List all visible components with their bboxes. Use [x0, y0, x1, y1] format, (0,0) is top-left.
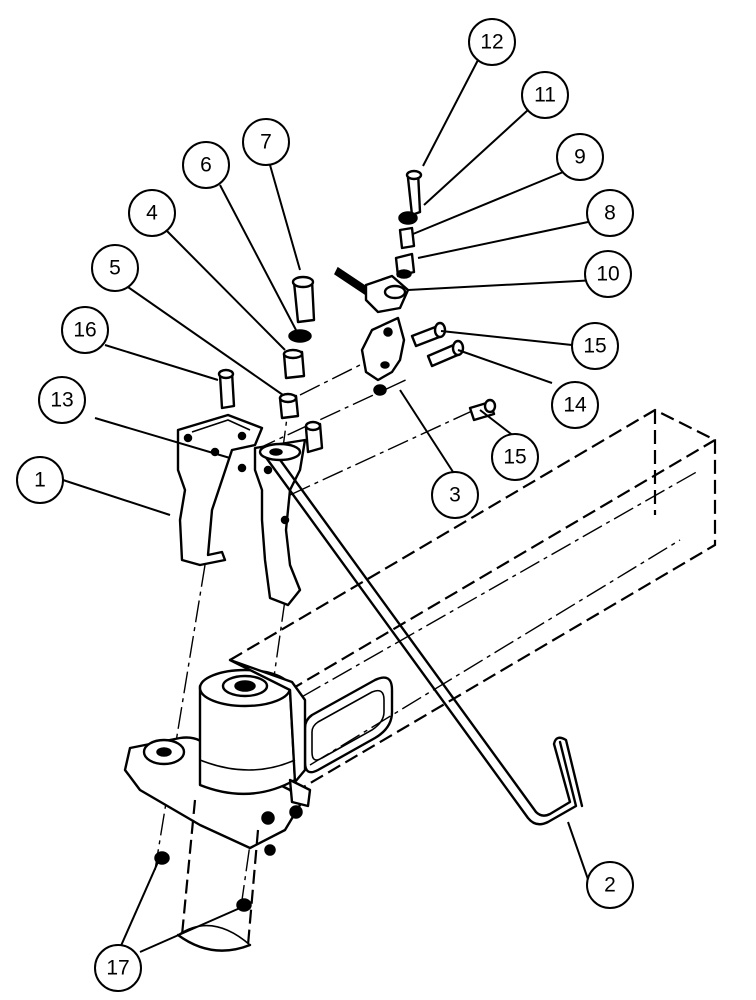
callout-13-label: 13 — [50, 389, 73, 412]
callout-16-label: 16 — [73, 319, 96, 342]
callout-12-label: 12 — [480, 31, 503, 54]
bolts — [217, 321, 497, 454]
callout-1: 1 — [16, 456, 64, 504]
callout-8: 8 — [586, 189, 634, 237]
callout-17-label: 17 — [106, 957, 129, 980]
control-rod — [258, 442, 584, 826]
callout-16: 16 — [61, 306, 109, 354]
callout-15-upper-label: 15 — [583, 335, 606, 358]
callout-2-label: 2 — [604, 874, 616, 897]
callout-15-lower-label: 15 — [503, 446, 526, 469]
hardware-stack-center — [278, 275, 316, 420]
callout-17: 17 — [94, 944, 142, 992]
lever-arm — [334, 266, 410, 314]
callout-14: 14 — [551, 381, 599, 429]
small-bracket — [360, 316, 406, 396]
callout-11-label: 11 — [534, 84, 556, 107]
callout-10-label: 10 — [596, 263, 619, 286]
callout-15-lower: 15 — [491, 433, 539, 481]
square-tube — [229, 408, 717, 796]
callout-4: 4 — [128, 189, 176, 237]
callout-12: 12 — [468, 18, 516, 66]
callout-9-label: 9 — [574, 146, 586, 169]
callout-5-label: 5 — [109, 257, 121, 280]
callout-10: 10 — [584, 250, 632, 298]
callout-6: 6 — [182, 141, 230, 189]
callout-6-label: 6 — [200, 154, 212, 177]
callout-7-label: 7 — [260, 131, 272, 154]
callout-3: 3 — [431, 471, 479, 519]
bracket-plate-right — [237, 438, 307, 607]
callout-4-label: 4 — [146, 202, 158, 225]
hardware-stack-right — [394, 169, 423, 279]
callout-15-upper: 15 — [571, 322, 619, 370]
callout-7: 7 — [242, 118, 290, 166]
callout-1-label: 1 — [34, 469, 46, 492]
actuator-housing — [123, 658, 312, 856]
callout-14-label: 14 — [563, 394, 587, 417]
bracket-plate-left — [176, 413, 264, 567]
callout-3-label: 3 — [449, 484, 461, 507]
callout-11: 11 — [521, 71, 569, 119]
callout-8-label: 8 — [604, 202, 616, 225]
leader-lines — [62, 59, 598, 953]
callout-9: 9 — [556, 133, 604, 181]
callout-5: 5 — [91, 244, 139, 292]
callout-2: 2 — [586, 861, 634, 909]
callout-13: 13 — [38, 376, 86, 424]
lower-post — [154, 799, 260, 952]
